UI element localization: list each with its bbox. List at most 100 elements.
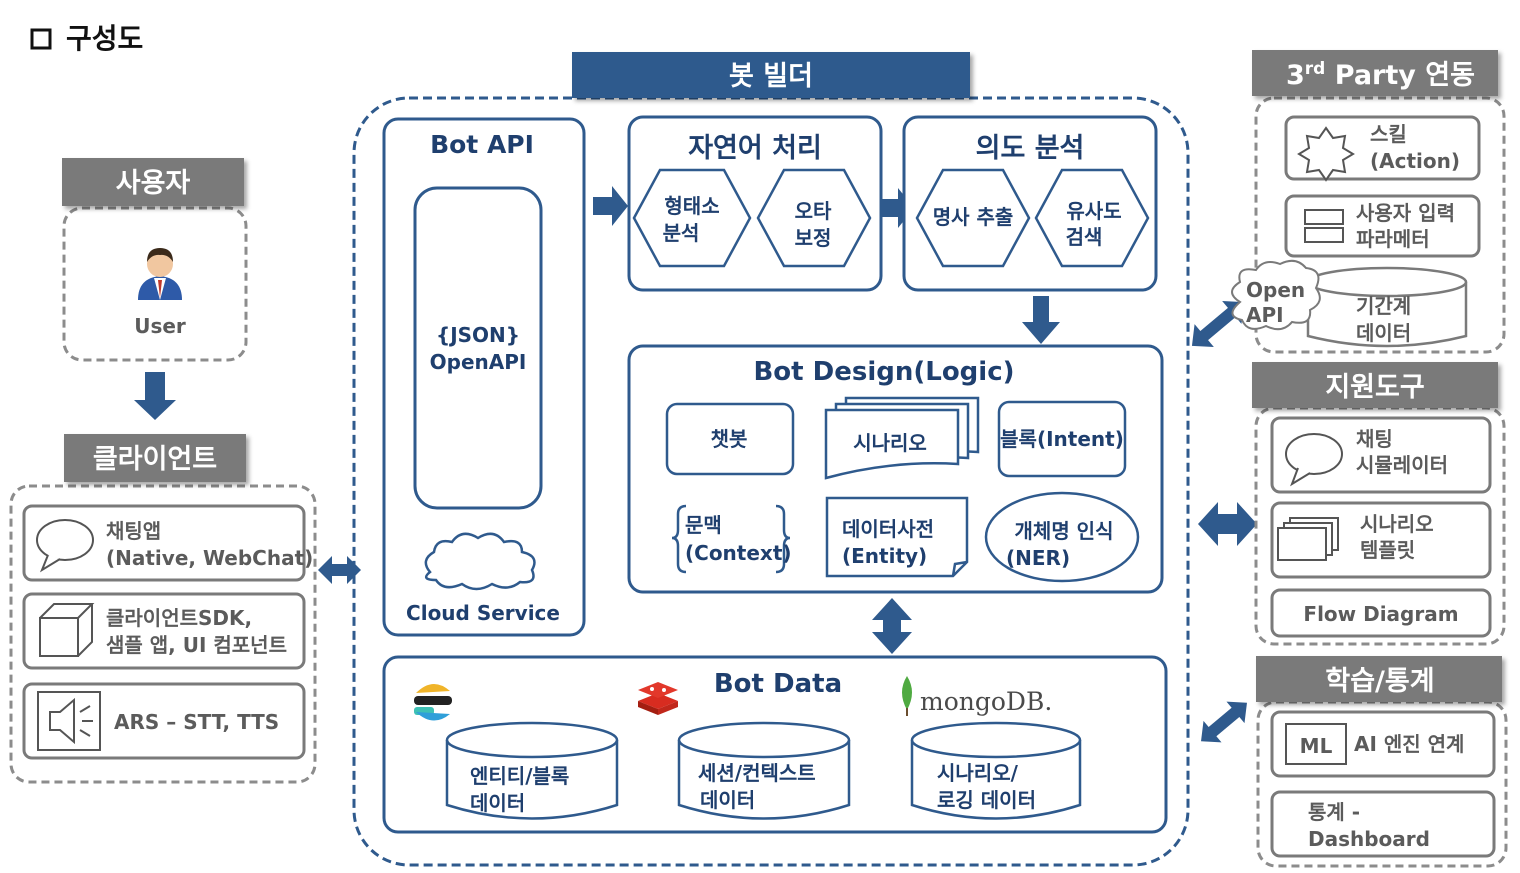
support-tools-header — [1252, 362, 1498, 408]
checkbox-square-icon — [30, 28, 52, 50]
context-line1: 문맥 — [685, 513, 722, 537]
similarity-line2: 검색 — [1066, 225, 1103, 249]
flow-diagram-item — [1270, 588, 1492, 638]
open-api-line2: API — [1246, 303, 1284, 327]
bot-builder-header — [572, 52, 970, 98]
hexagon-morpheme — [632, 168, 752, 268]
third-party-header — [1252, 50, 1498, 96]
sdk-subtitle: 샘플 앱, UI 컴포넌트 — [106, 633, 287, 657]
entity-line1: 데이터사전 — [842, 517, 934, 541]
speech-bubble-icon — [36, 519, 94, 573]
open-api-cloud-icon — [1231, 259, 1321, 331]
learning-header — [1256, 656, 1502, 702]
user-label: User — [134, 314, 186, 338]
bot-builder-panel: 봇 빌더 Bot API {JSON} OpenAPI Cloud Servic… — [352, 52, 1190, 867]
hexagon-noun — [915, 168, 1031, 268]
hexagon-typo — [756, 168, 872, 268]
stats-line2: Dashboard — [1308, 827, 1430, 851]
cloud-service-label: Cloud Service — [406, 601, 560, 625]
block-intent-label: 블록(Intent) — [1000, 427, 1124, 451]
mongodb-logo-text: mongoDB. — [920, 687, 1052, 716]
chatbot-label: 챗봇 — [711, 427, 748, 451]
template-line2: 템플릿 — [1360, 538, 1415, 562]
down-arrow-icon — [1022, 296, 1060, 344]
client-header-text: 클라이언트 — [93, 444, 217, 475]
json-label: {JSON} — [436, 323, 520, 347]
double-arrow-icon — [318, 556, 361, 584]
cloud-icon — [424, 532, 536, 591]
mongodb-logo: mongoDB. — [902, 676, 1052, 716]
client-header — [64, 434, 246, 482]
client-panel: 클라이언트 채팅앱 (Native, WebChat) 클라이언트SDK, 샘플… — [9, 434, 317, 784]
speaker-icon — [37, 691, 101, 751]
db2-line2: 데이터 — [700, 788, 755, 812]
noun-extract-label: 명사 추출 — [933, 205, 1014, 229]
context-line2: (Context) — [685, 541, 792, 565]
db1-line2: 데이터 — [470, 791, 525, 815]
learning-header-text: 학습/통계 — [1325, 666, 1434, 697]
morpheme-line2: 분석 — [663, 221, 700, 245]
simulator-line2: 시뮬레이터 — [1356, 453, 1448, 477]
star-badge-icon — [1297, 126, 1355, 182]
ner-ellipse — [984, 491, 1140, 583]
chat-app-subtitle: (Native, WebChat) — [106, 546, 313, 570]
skill-line2: (Action) — [1370, 149, 1460, 173]
morpheme-line1: 형태소 — [664, 194, 719, 218]
user-header-text: 사용자 — [116, 168, 191, 199]
bot-data-box: Bot Data mongoDB. — [382, 655, 1168, 834]
ml-badge — [1285, 723, 1347, 765]
vertical-double-arrow-icon — [872, 598, 912, 654]
speech-bubble-icon — [1285, 433, 1343, 487]
skill-item: 스킬 (Action) — [1284, 115, 1481, 182]
right-arrow-icon — [593, 186, 628, 226]
legacy-database-cylinder — [1306, 266, 1468, 348]
entity-note-box — [825, 496, 969, 578]
typo-line2: 보정 — [795, 226, 832, 250]
database-cylinder — [677, 721, 851, 820]
intent-title: 의도 분석 — [976, 133, 1085, 164]
client-item-chat-app: 채팅앱 (Native, WebChat) — [22, 504, 313, 582]
db1-line1: 엔티티/블록 — [470, 764, 569, 788]
stats-dashboard-item: 통계 - Dashboard — [1270, 790, 1496, 858]
ner-line2: (NER) — [1006, 546, 1070, 570]
param-line2: 파라메터 — [1356, 227, 1430, 251]
stats-line1: 통계 - — [1308, 800, 1360, 824]
bot-design-box: Bot Design(Logic) 챗봇 시나리오 블록(Intent) 문맥 … — [627, 344, 1164, 594]
diagonal-double-arrow-icon — [1191, 300, 1245, 348]
db2-line1: 세션/컨텍스트 — [698, 761, 816, 785]
intent-analysis-box: 의도 분석 명사 추출 유사도 검색 — [902, 115, 1158, 292]
user-avatar-icon — [138, 248, 182, 300]
ai-engine-item: ML AI 엔진 연계 — [1270, 710, 1496, 778]
simulator-line1: 채팅 — [1356, 427, 1393, 451]
nlp-box: 자연어 처리 형태소 분석 오타 보정 — [627, 115, 883, 292]
support-tools-panel: 지원도구 채팅 시뮬레이터 시나리오 템플릿 Flow Diagram — [1252, 362, 1506, 646]
block-intent-box — [997, 400, 1127, 478]
bot-design-title: Bot Design(Logic) — [753, 357, 1014, 387]
down-arrow-icon — [134, 372, 176, 420]
bot-data-title: Bot Data — [714, 669, 842, 699]
right-brace-icon — [775, 504, 791, 574]
ai-engine-label: AI 엔진 연계 — [1354, 732, 1464, 756]
elasticsearch-logo-icon — [414, 683, 452, 721]
double-arrow-icon — [1198, 502, 1257, 546]
diagonal-double-arrow-icon — [1201, 701, 1247, 743]
stacked-documents-icon — [1277, 517, 1339, 561]
chatbot-box — [665, 402, 795, 476]
ars-title: ARS – STT, TTS — [114, 710, 279, 734]
chat-simulator-item: 채팅 시뮬레이터 — [1270, 416, 1492, 494]
db3-line2: 로깅 데이터 — [937, 788, 1036, 812]
entity-line2: (Entity) — [842, 544, 927, 568]
ml-badge-text: ML — [1300, 734, 1333, 758]
third-party-header-text: 3rd Party 연동 — [1286, 59, 1475, 91]
sdk-title: 클라이언트SDK, — [106, 606, 252, 630]
page-title: 구성도 — [30, 22, 143, 55]
template-line1: 시나리오 — [1360, 512, 1434, 536]
left-brace-icon — [671, 504, 687, 574]
bot-api-title: Bot API — [430, 130, 534, 159]
scenario-template-item: 시나리오 템플릿 — [1270, 501, 1492, 579]
open-api-line1: Open — [1246, 278, 1305, 302]
form-fields-icon — [1304, 209, 1344, 243]
user-panel: 사용자 User — [62, 158, 248, 362]
openapi-label: OpenAPI — [430, 350, 527, 374]
legacy-line2: 데이터 — [1356, 321, 1411, 345]
